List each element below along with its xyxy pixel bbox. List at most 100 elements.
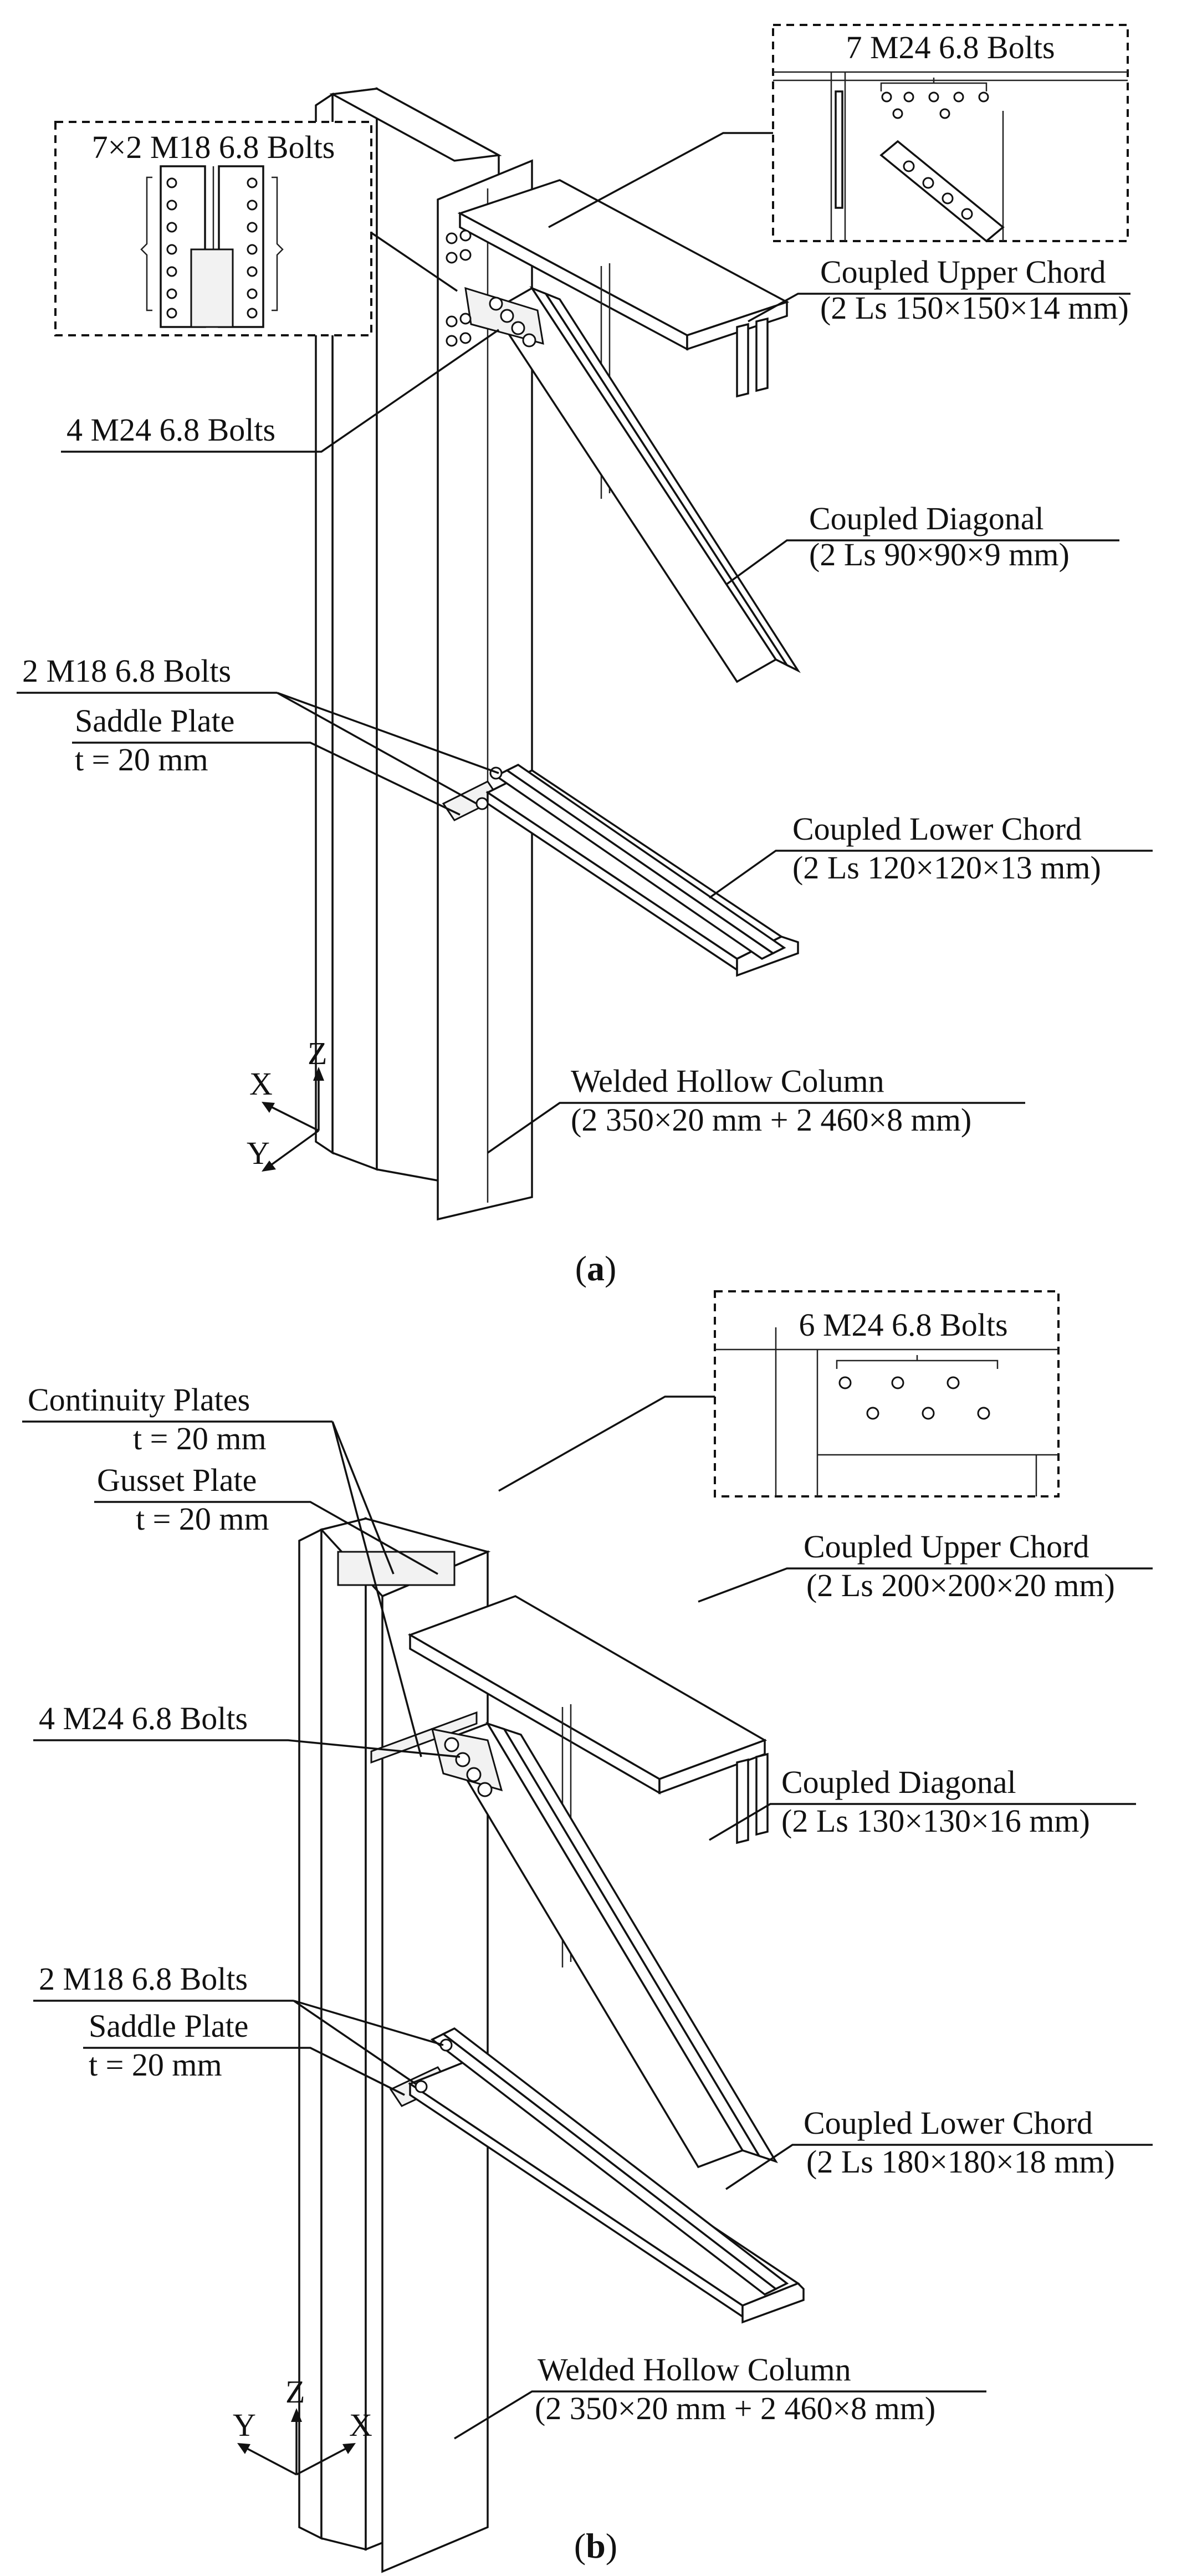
lower-chord-a-name: Coupled Lower Chord bbox=[792, 811, 1082, 847]
axis-a-x-arrow bbox=[262, 1102, 275, 1113]
column-a-section: (2 350×20 mm + 2 460×8 mm) bbox=[571, 1102, 971, 1138]
axis-b-x-label: X bbox=[349, 2407, 372, 2443]
diagonal-a-bolt bbox=[511, 321, 525, 335]
diagonal-a-section: (2 Ls 90×90×9 mm) bbox=[809, 536, 1070, 573]
upper-chord-b-name: Coupled Upper Chord bbox=[804, 1529, 1089, 1565]
welded-hollow-column-b bbox=[298, 1517, 491, 2573]
leader-gusset-plate-b bbox=[94, 1501, 438, 1575]
callout-left-a-saddle bbox=[190, 248, 234, 328]
callout-top-a-diag-bolt bbox=[942, 192, 954, 205]
lower-chord-b bbox=[389, 2027, 805, 2324]
diagonal-a bbox=[464, 286, 801, 683]
caption-b: (b) bbox=[574, 2526, 617, 2565]
upper-chord-b-stem-2 bbox=[755, 1752, 769, 1836]
callout-top-b-brace bbox=[836, 1355, 999, 1369]
axis-a-x bbox=[268, 1105, 319, 1132]
axis-b-y-label: Y bbox=[233, 2407, 256, 2443]
leader-column-b bbox=[454, 2390, 986, 2440]
diagonal-b-bolt bbox=[455, 1752, 470, 1767]
diagonal-b-bolt bbox=[444, 1737, 459, 1752]
axis-b-y bbox=[243, 2446, 297, 2476]
caption-b-letter: b bbox=[586, 2526, 606, 2565]
upper-chord-a-stem-1 bbox=[736, 323, 749, 398]
column-a-top bbox=[329, 88, 502, 162]
leader-saddle-bolts-b-1 bbox=[293, 2000, 444, 2046]
axis-a-x-label: X bbox=[249, 1066, 273, 1102]
callout-top-a-diag-bolt bbox=[961, 208, 973, 220]
lower-chord-a-section: (2 Ls 120×120×13 mm) bbox=[792, 850, 1101, 886]
axis-a-y-label: Y bbox=[247, 1135, 270, 1171]
upper-chord-b-stem-1 bbox=[736, 1758, 749, 1844]
column-b-name: Welded Hollow Column bbox=[538, 2352, 851, 2388]
callout-left-a-bolt bbox=[166, 288, 177, 299]
lower-chord-a bbox=[442, 763, 799, 977]
axis-b-z-label: Z bbox=[285, 2374, 305, 2410]
callout-top-a-bolt bbox=[928, 91, 939, 103]
leader-callout-top-b bbox=[498, 1396, 715, 1492]
column-a-name: Welded Hollow Column bbox=[571, 1063, 884, 1099]
callout-top-a: 7 M24 6.8 Bolts bbox=[772, 24, 1129, 243]
diagonal-b-name: Coupled Diagonal bbox=[781, 1764, 1016, 1800]
diagonal-a-bolt bbox=[500, 309, 514, 323]
axis-a-z-label: Z bbox=[308, 1035, 327, 1071]
leader-saddle-bolts-b-2 bbox=[293, 2000, 416, 2085]
saddle-bolt-a bbox=[475, 797, 489, 810]
upper-chord-a-name: Coupled Upper Chord bbox=[820, 254, 1106, 290]
callout-left-a-bolt bbox=[166, 222, 177, 233]
diagonal-a-name: Coupled Diagonal bbox=[809, 500, 1044, 536]
callout-left-a-brace-right bbox=[272, 176, 284, 311]
leader-continuity-plates-b-2 bbox=[331, 1421, 422, 1757]
panel-a: 7 M24 6.8 Bolts 7×2 M18 6.8 Bolts bbox=[17, 24, 1153, 1288]
callout-top-b-label: 6 M24 6.8 Bolts bbox=[799, 1307, 1007, 1343]
column-a-bolt bbox=[459, 332, 472, 344]
panel-b: 6 M24 6.8 Bolts Continuity Plates t = 20… bbox=[22, 1290, 1153, 2573]
saddle-plate-a-name: Saddle Plate bbox=[75, 703, 234, 739]
callout-top-a-bolt bbox=[881, 91, 892, 103]
leader-lower-chord-a bbox=[708, 850, 1153, 899]
callout-left-a-bolt bbox=[247, 288, 258, 299]
welded-hollow-column-a bbox=[315, 87, 533, 1221]
diagonal-a-bolt bbox=[522, 333, 536, 347]
callout-left-a-brace-left bbox=[140, 176, 152, 311]
column-a-bolt bbox=[459, 313, 472, 325]
callout-top-b: 6 M24 6.8 Bolts bbox=[714, 1290, 1060, 1497]
continuity-plates-b-thickness: t = 20 mm bbox=[133, 1420, 267, 1456]
callout-left-a-bolt bbox=[247, 222, 258, 233]
leader-diagonal-bolts-b bbox=[33, 1739, 461, 1758]
saddle-plate-a-thickness: t = 20 mm bbox=[75, 742, 208, 778]
saddle-bolts-a-label: 2 M18 6.8 Bolts bbox=[22, 653, 231, 689]
leader-callout-top-a bbox=[548, 132, 773, 228]
diagonal-b-bolt bbox=[466, 1767, 482, 1782]
diagonal-bolts-a-label: 4 M24 6.8 Bolts bbox=[66, 412, 275, 448]
upper-chord-a-stem-2 bbox=[755, 317, 769, 392]
callout-top-b-bolt bbox=[891, 1376, 904, 1389]
leader-diagonal-a bbox=[725, 539, 1119, 586]
saddle-plate-b-name: Saddle Plate bbox=[89, 2008, 248, 2044]
column-bolts-a bbox=[446, 229, 472, 347]
column-a-bolt bbox=[446, 252, 458, 264]
leader-upper-chord-a bbox=[748, 293, 1130, 323]
axis-b-y-arrow bbox=[237, 2443, 250, 2454]
callout-top-b-bolt bbox=[977, 1407, 990, 1420]
continuity-plate-b-top bbox=[337, 1551, 456, 1586]
callout-top-a-bolt bbox=[892, 108, 903, 119]
leader-upper-chord-b bbox=[698, 1567, 1153, 1603]
column-a-bolt bbox=[446, 335, 458, 347]
column-a-bolt bbox=[459, 249, 472, 261]
callout-top-a-bolt bbox=[953, 91, 964, 103]
callout-top-a-diag-bolt bbox=[922, 177, 934, 189]
callout-left-a-bolt bbox=[166, 266, 177, 277]
lower-chord-b-end bbox=[741, 2282, 805, 2324]
callout-left-a-bolt bbox=[247, 244, 258, 255]
callout-top-b-bolt bbox=[866, 1407, 879, 1420]
lower-chord-a-stem-2 bbox=[505, 763, 786, 955]
callout-top-b-bolt bbox=[947, 1376, 960, 1389]
column-a-side-face bbox=[315, 92, 334, 1155]
callout-left-a-label: 7×2 M18 6.8 Bolts bbox=[92, 129, 335, 165]
axis-a-z-arrow bbox=[313, 1067, 324, 1081]
gusset-plate-b-thickness: t = 20 mm bbox=[136, 1501, 269, 1537]
leader-lower-chord-b bbox=[725, 2144, 1153, 2190]
callout-top-a-diag-bolt bbox=[903, 160, 915, 172]
diagonal-a-bolt bbox=[489, 297, 503, 311]
